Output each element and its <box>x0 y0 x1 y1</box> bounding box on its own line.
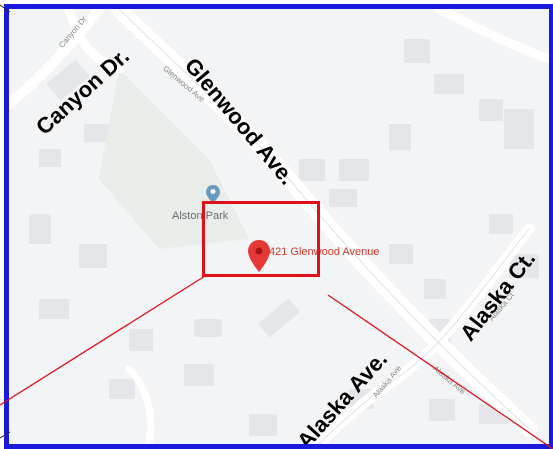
building-footprints <box>29 39 539 436</box>
highlight-box <box>202 201 320 277</box>
address-label[interactable]: 421 Glenwood Avenue <box>269 246 380 258</box>
park-label[interactable]: Alston Park <box>172 210 229 222</box>
park-area <box>99 69 249 249</box>
map-frame: Canyon Dr Glenwood Ave Alaska Ct Alaska … <box>4 4 553 449</box>
map-canvas <box>9 9 549 444</box>
park-pin-icon[interactable] <box>206 185 220 203</box>
location-marker-icon[interactable] <box>248 240 270 272</box>
road-edges <box>118 9 530 444</box>
